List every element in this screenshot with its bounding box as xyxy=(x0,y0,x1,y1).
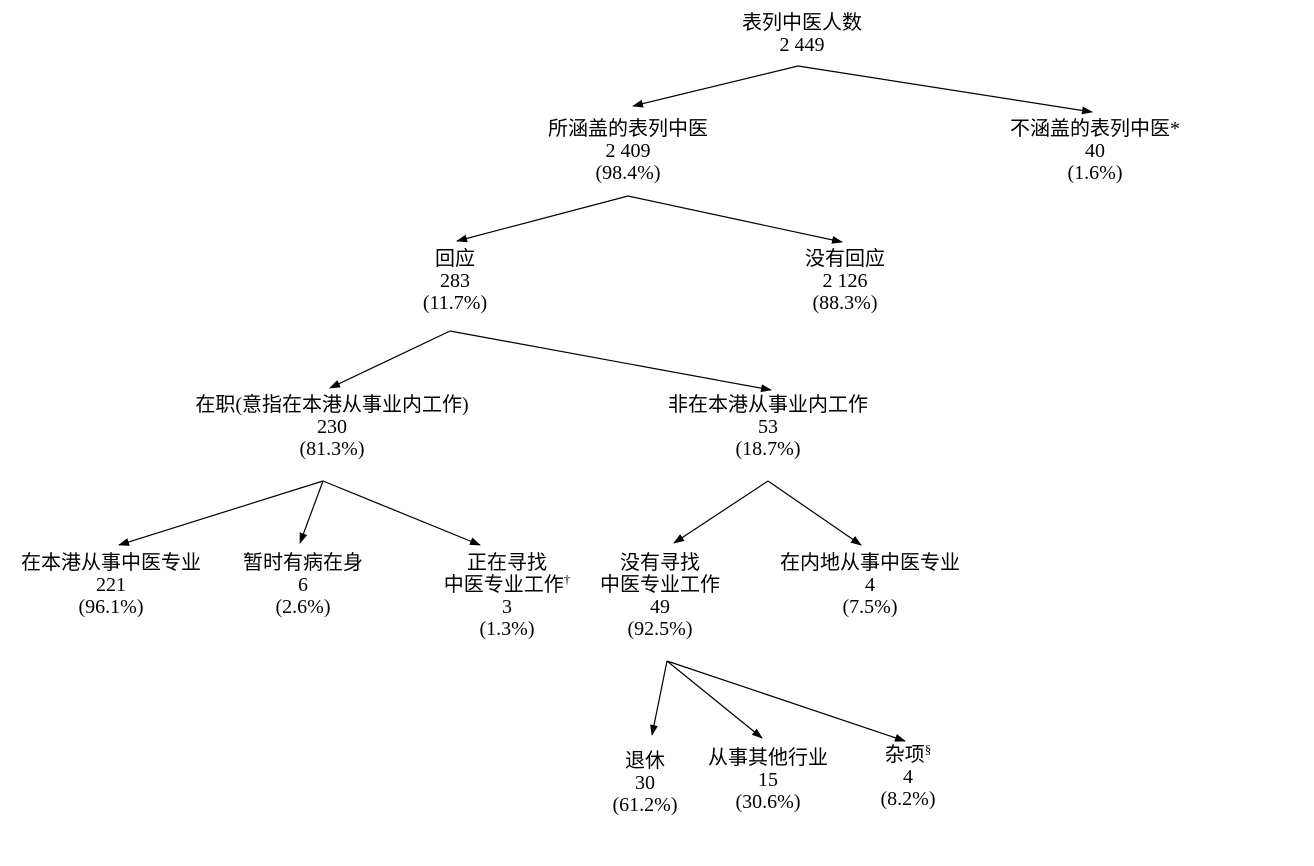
arrow-not-seeking-to-miscellaneous xyxy=(666,660,906,742)
node-responded: 回应 283 (11.7%) xyxy=(375,248,535,314)
node-retired-value: 30 xyxy=(635,772,655,794)
node-root-value: 2 449 xyxy=(779,34,825,56)
node-seeking-work: 正在寻找 中医专业工作† 3 (1.3%) xyxy=(407,552,607,640)
node-not-working-hk: 非在本港从事业内工作 53 (18.7%) xyxy=(628,394,908,460)
arrow-working-to-practising-hk xyxy=(118,480,324,546)
node-not-seeking-work-value: 49 xyxy=(650,596,670,618)
node-seeking-work-pct: (1.3%) xyxy=(479,618,535,640)
node-temp-sick-label: 暂时有病在身 xyxy=(243,552,363,574)
node-not-covered-label: 不涵盖的表列中医* xyxy=(1010,118,1180,140)
node-not-seeking-work-label-line2: 中医专业工作 xyxy=(600,574,720,596)
node-seeking-work-value: 3 xyxy=(502,596,512,618)
node-working-label: 在职(意指在本港从事业内工作) xyxy=(195,394,469,416)
node-responded-label: 回应 xyxy=(435,248,475,270)
node-root: 表列中医人数 2 449 xyxy=(702,12,902,56)
node-not-seeking-work: 没有寻找 中医专业工作 49 (92.5%) xyxy=(560,552,760,640)
node-working-value: 230 xyxy=(317,416,347,438)
node-temp-sick: 暂时有病在身 6 (2.6%) xyxy=(203,552,403,618)
node-root-label: 表列中医人数 xyxy=(742,12,862,34)
node-practising-hk: 在本港从事中医专业 221 (96.1%) xyxy=(0,552,231,618)
node-temp-sick-pct: (2.6%) xyxy=(275,596,331,618)
node-miscellaneous-value: 4 xyxy=(903,766,913,788)
node-no-response-label: 没有回应 xyxy=(805,248,885,270)
node-retired-pct: (61.2%) xyxy=(612,794,678,816)
arrow-working-to-temp-sick xyxy=(299,480,324,544)
node-mainland-practice-label: 在内地从事中医专业 xyxy=(780,552,960,574)
node-working-pct: (81.3%) xyxy=(299,438,365,460)
node-covered-label: 所涵盖的表列中医 xyxy=(548,118,708,140)
arrow-covered-to-no-response xyxy=(627,195,843,244)
arrow-not-working-hk-to-not-seeking xyxy=(673,480,769,544)
section-footnote-mark: § xyxy=(924,741,932,757)
node-miscellaneous: 杂项§ 4 (8.2%) xyxy=(838,741,978,810)
arrow-responded-to-not-working-hk xyxy=(449,330,772,393)
node-not-working-hk-value: 53 xyxy=(758,416,778,438)
node-other-industry-pct: (30.6%) xyxy=(735,791,801,813)
node-other-industry-value: 15 xyxy=(758,769,778,791)
arrow-responded-to-working xyxy=(329,330,451,389)
arrow-covered-to-responded xyxy=(456,195,629,243)
node-mainland-practice: 在内地从事中医专业 4 (7.5%) xyxy=(750,552,990,618)
node-not-covered-pct: (1.6%) xyxy=(1067,162,1123,184)
node-seeking-work-label-line1: 正在寻找 xyxy=(467,552,547,574)
node-other-industry: 从事其他行业 15 (30.6%) xyxy=(678,747,858,813)
node-miscellaneous-label-text: 杂项 xyxy=(884,744,925,766)
node-not-covered-value: 40 xyxy=(1085,140,1105,162)
node-not-seeking-work-pct: (92.5%) xyxy=(627,618,693,640)
node-practising-hk-value: 221 xyxy=(96,574,126,596)
node-not-seeking-work-label-line1: 没有寻找 xyxy=(620,552,700,574)
node-no-response: 没有回应 2 126 (88.3%) xyxy=(745,248,945,314)
node-responded-pct: (11.7%) xyxy=(422,292,488,314)
node-retired: 退休 30 (61.2%) xyxy=(575,750,715,816)
node-working: 在职(意指在本港从事业内工作) 230 (81.3%) xyxy=(142,394,522,460)
node-not-covered: 不涵盖的表列中医* 40 (1.6%) xyxy=(965,118,1225,184)
node-responded-value: 283 xyxy=(440,270,470,292)
dagger-footnote-mark: † xyxy=(563,571,571,587)
arrow-not-seeking-to-retired xyxy=(650,660,668,736)
node-not-working-hk-pct: (18.7%) xyxy=(735,438,801,460)
arrow-root-to-not-covered xyxy=(797,65,1093,115)
node-mainland-practice-value: 4 xyxy=(865,574,875,596)
node-not-working-hk-label: 非在本港从事业内工作 xyxy=(668,394,868,416)
node-miscellaneous-pct: (8.2%) xyxy=(880,788,936,810)
node-practising-hk-label: 在本港从事中医专业 xyxy=(21,552,201,574)
node-miscellaneous-label: 杂项§ xyxy=(838,741,978,766)
node-mainland-practice-pct: (7.5%) xyxy=(842,596,898,618)
node-other-industry-label: 从事其他行业 xyxy=(708,747,828,769)
node-seeking-work-label-line2: 中医专业工作† xyxy=(407,571,607,596)
arrow-working-to-seeking-work xyxy=(322,480,481,546)
node-seeking-work-label-line2-text: 中医专业工作 xyxy=(443,574,564,596)
node-no-response-value: 2 126 xyxy=(822,270,868,292)
node-covered-value: 2 409 xyxy=(605,140,651,162)
arrow-not-seeking-to-other-industry xyxy=(666,660,763,739)
node-covered: 所涵盖的表列中医 2 409 (98.4%) xyxy=(508,118,748,184)
arrow-not-working-hk-to-mainland xyxy=(767,480,862,546)
arrow-root-to-covered xyxy=(632,65,799,108)
node-temp-sick-value: 6 xyxy=(298,574,308,596)
node-retired-label: 退休 xyxy=(625,750,665,772)
node-covered-pct: (98.4%) xyxy=(595,162,661,184)
node-no-response-pct: (88.3%) xyxy=(812,292,878,314)
node-practising-hk-pct: (96.1%) xyxy=(78,596,144,618)
